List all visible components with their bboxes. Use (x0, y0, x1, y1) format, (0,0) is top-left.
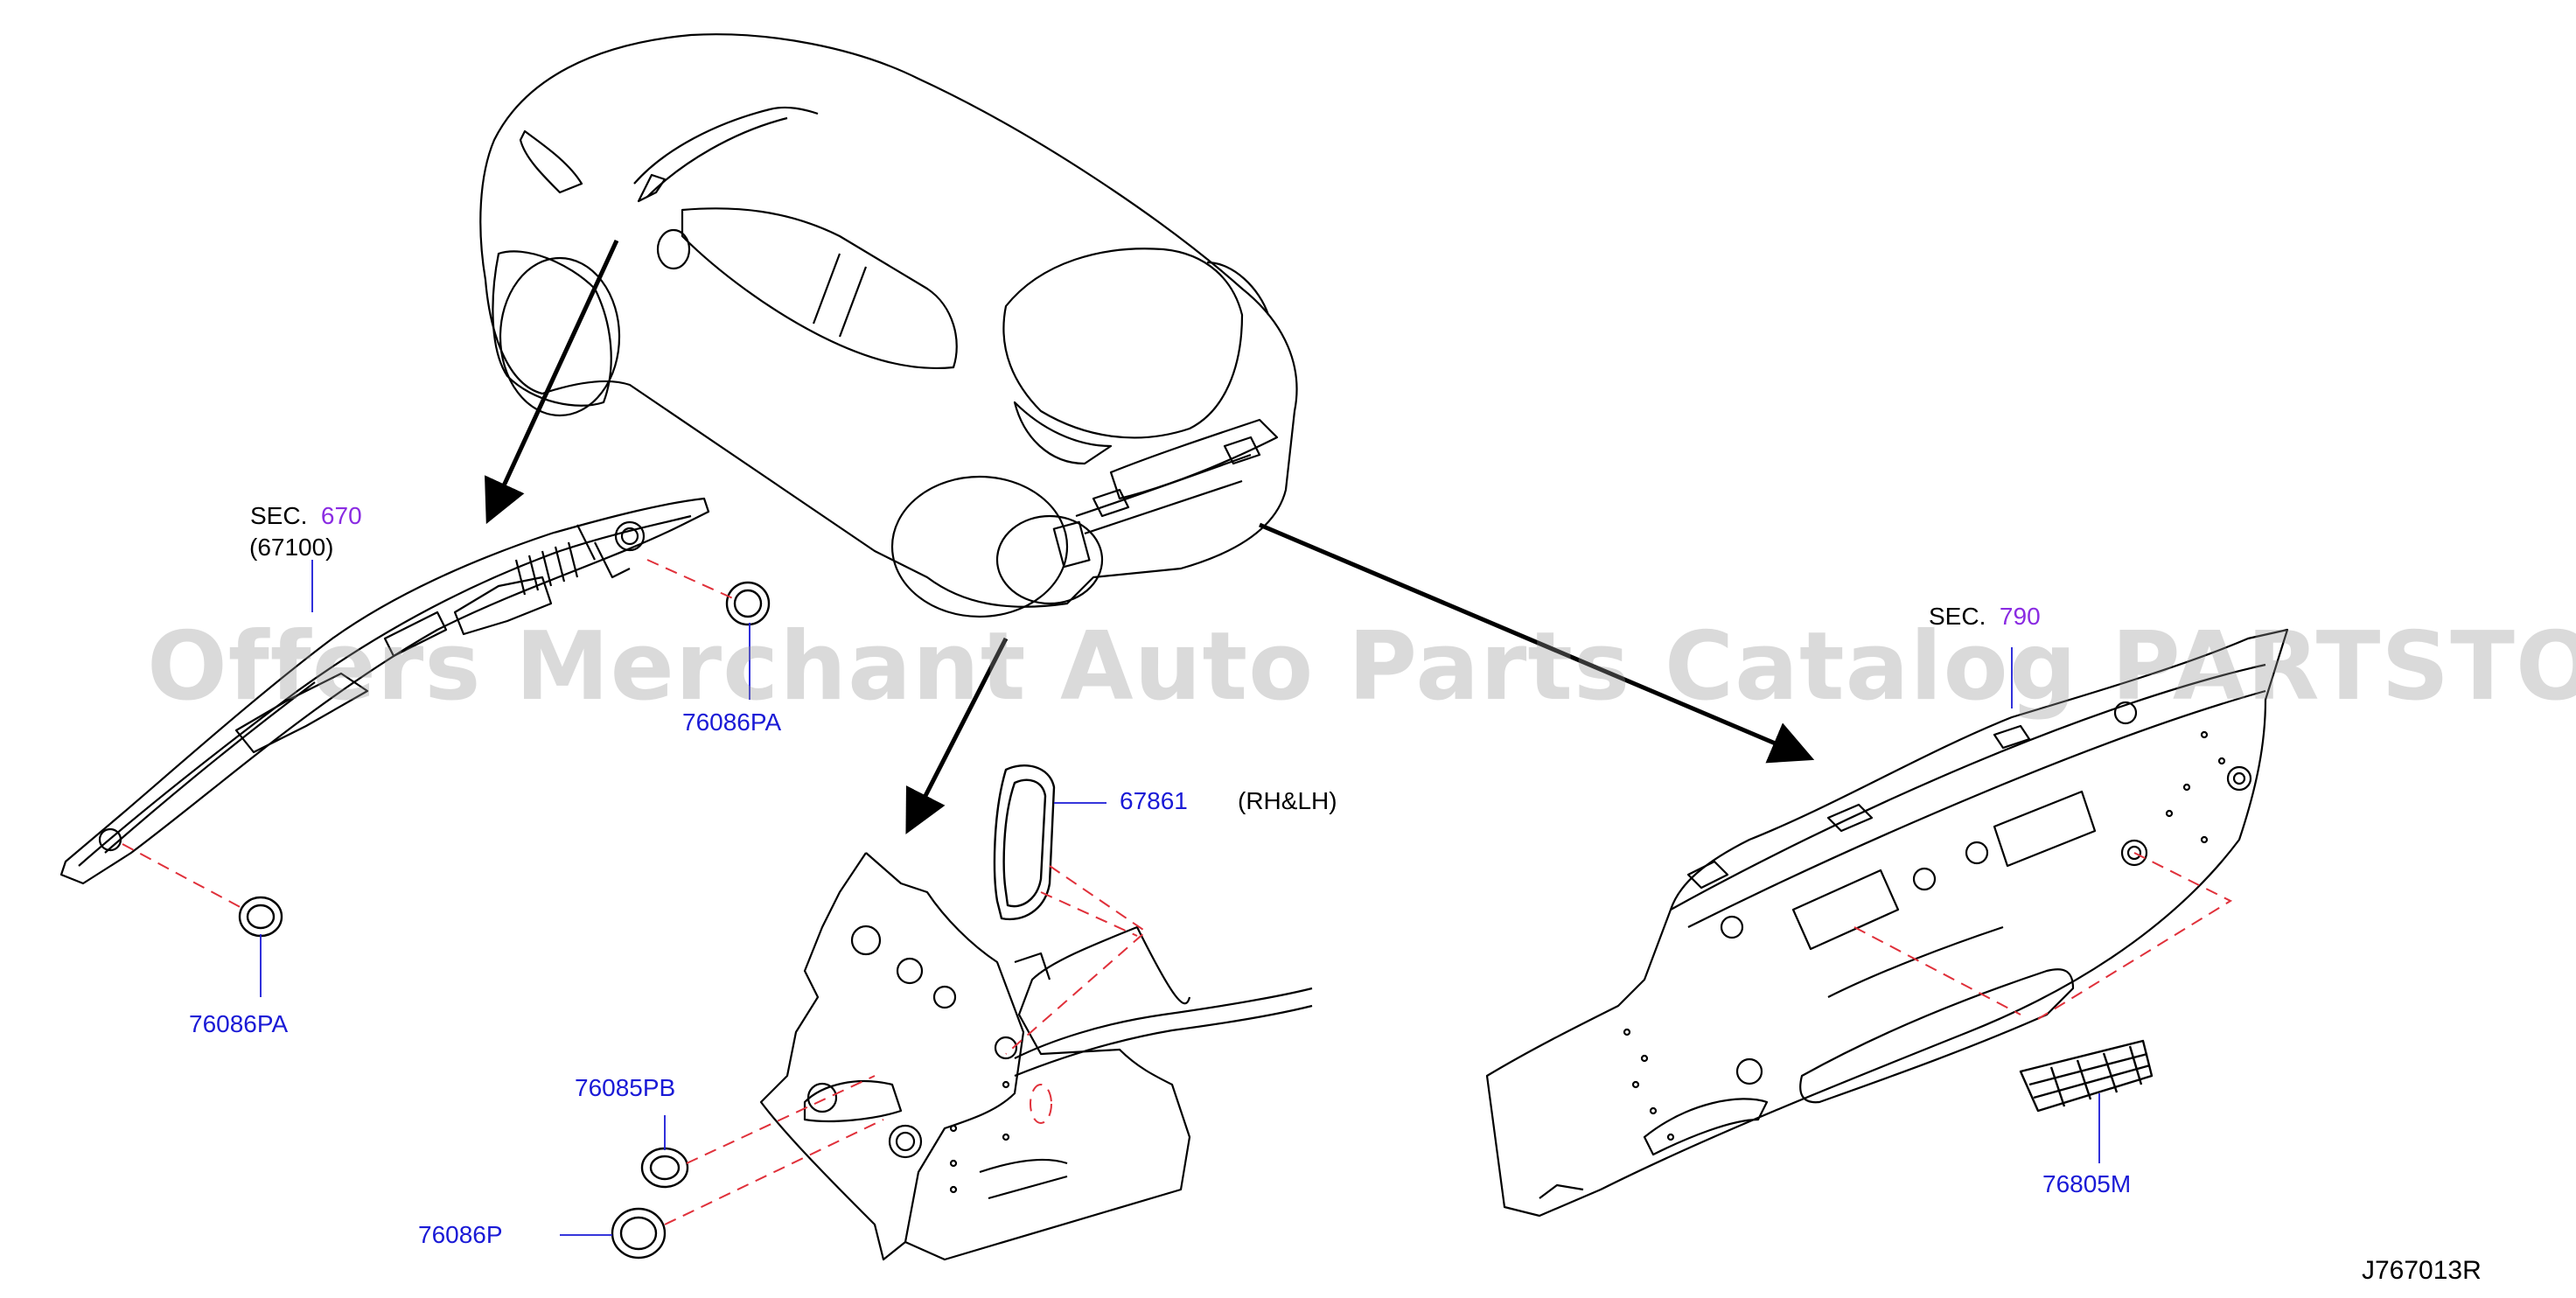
grommet-76085PB (640, 1147, 689, 1189)
section-prefix: SEC. (1929, 603, 1986, 630)
part-76086P[interactable]: 76086P (418, 1221, 503, 1248)
part-76805M[interactable]: 76805M (2042, 1170, 2132, 1197)
part-76086PA-top[interactable]: 76086PA (682, 708, 782, 736)
part-67861-note: (RH&LH) (1238, 787, 1337, 814)
grommet-76086PA-bottom (238, 896, 283, 938)
part-76086PA-bottom[interactable]: 76086PA (189, 1010, 289, 1037)
grommet-76086PA-top (725, 581, 771, 626)
roof-rail-panel (59, 497, 710, 885)
direction-arrows (485, 239, 1815, 834)
rear-side-panel (759, 852, 1313, 1261)
dashed-leaders (122, 559, 2233, 1225)
vent-grille-76805M (2019, 1039, 2154, 1113)
section-link-670[interactable]: 670 (320, 502, 362, 529)
section-label-left: SEC. 670 (250, 504, 362, 528)
section-prefix: SEC. (250, 502, 308, 529)
rear-panel (1485, 628, 2289, 1218)
diagram-code: J767013R (2362, 1256, 2482, 1285)
seal-pad-67861 (993, 764, 1056, 921)
part-76085PB[interactable]: 76085PB (575, 1074, 676, 1101)
section-link-790[interactable]: 790 (1999, 603, 2041, 630)
part-67861[interactable]: 67861 (1120, 787, 1188, 814)
section-label-right: SEC. 790 (1929, 604, 2041, 629)
vehicle-outline (479, 33, 1298, 618)
section-sub-code: (67100) (249, 534, 334, 561)
part-leaders (260, 560, 2100, 1236)
grommet-76086P (611, 1207, 667, 1260)
